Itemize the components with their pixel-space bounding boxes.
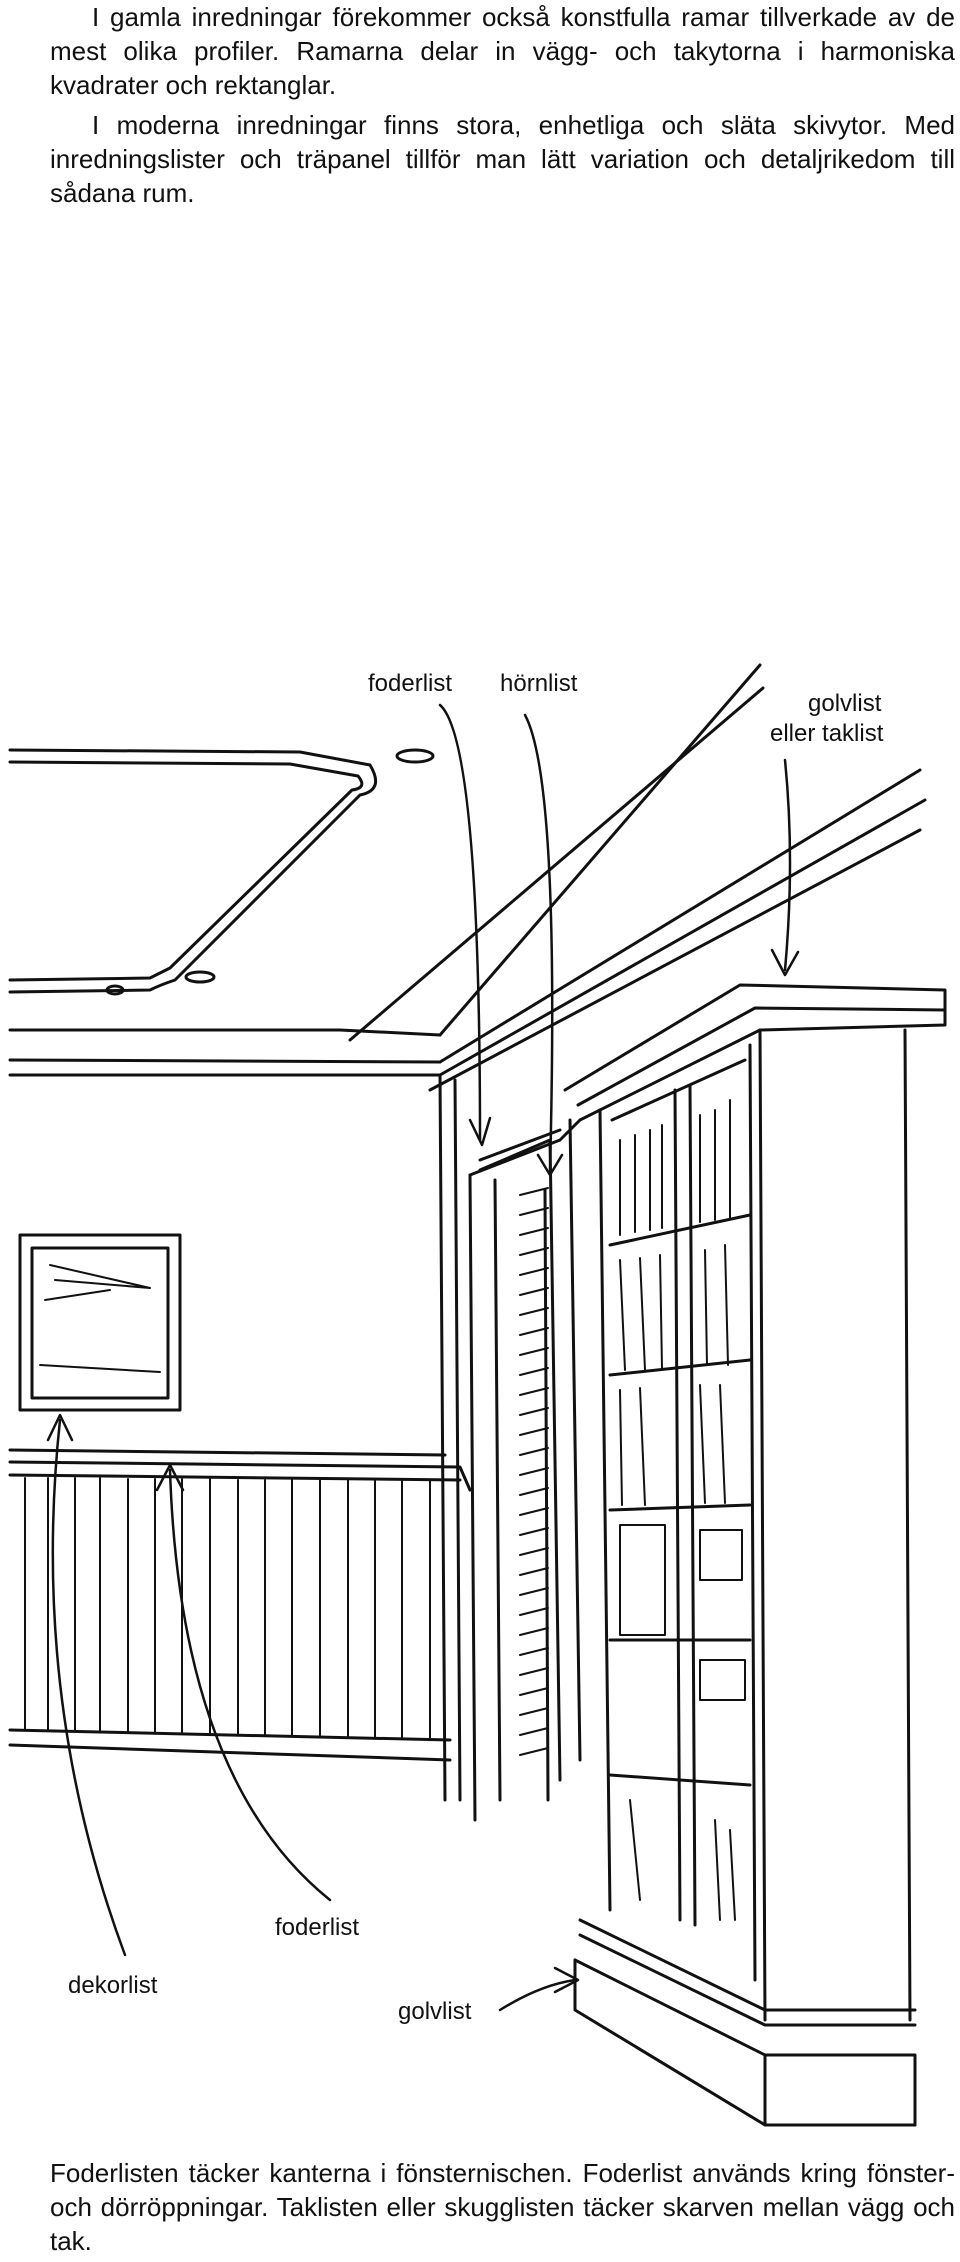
wall-picture (20, 1235, 180, 1410)
label-foderlist-bottom: foderlist (275, 1914, 359, 1942)
wall-corner (440, 1075, 580, 1820)
label-eller-taklist: eller taklist (770, 720, 883, 748)
leader-lines (48, 705, 798, 2010)
label-dekorlist: dekorlist (68, 1972, 157, 2000)
intro-paragraph-2: I moderna inredningar finns stora, enhet… (50, 108, 955, 210)
wainscot-panel (10, 1450, 470, 1760)
louver-slats (520, 1188, 548, 1755)
label-foderlist-top: foderlist (368, 670, 452, 698)
label-golvlist-top: golvlist (808, 690, 881, 718)
figure-caption: Foderlisten täcker kanterna i fönsternis… (50, 2156, 955, 2258)
ceiling-frame (10, 750, 433, 994)
intro-paragraph-1: I gamla inredningar förekommer också kon… (50, 0, 955, 102)
room-moulding-illustration (0, 650, 960, 2150)
label-hornlist: hörnlist (500, 670, 577, 698)
bookshelf (565, 985, 945, 2125)
label-golvlist-bottom: golvlist (398, 1998, 471, 2026)
